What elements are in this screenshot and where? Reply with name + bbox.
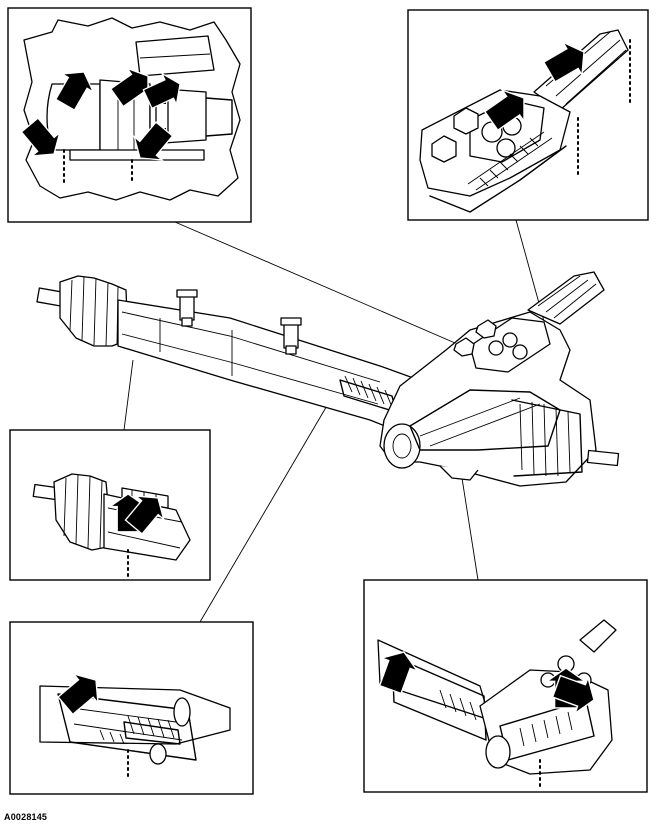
right-bellows bbox=[511, 399, 583, 477]
detail-panel-bottom-left bbox=[9, 621, 254, 795]
port-fitting-right bbox=[280, 317, 302, 355]
port-fitting-left bbox=[176, 289, 198, 327]
leader-lines bbox=[123, 219, 546, 623]
detail-panel-bottom-right bbox=[363, 579, 648, 793]
figure-code: A0028145 bbox=[4, 812, 48, 822]
detail-panel-top-left bbox=[7, 7, 252, 223]
pinion-shaft bbox=[527, 271, 605, 325]
detail-panel-mid-left bbox=[9, 429, 211, 581]
detail-panel-top-right bbox=[407, 9, 649, 221]
steering-gear-assembly bbox=[36, 271, 620, 487]
